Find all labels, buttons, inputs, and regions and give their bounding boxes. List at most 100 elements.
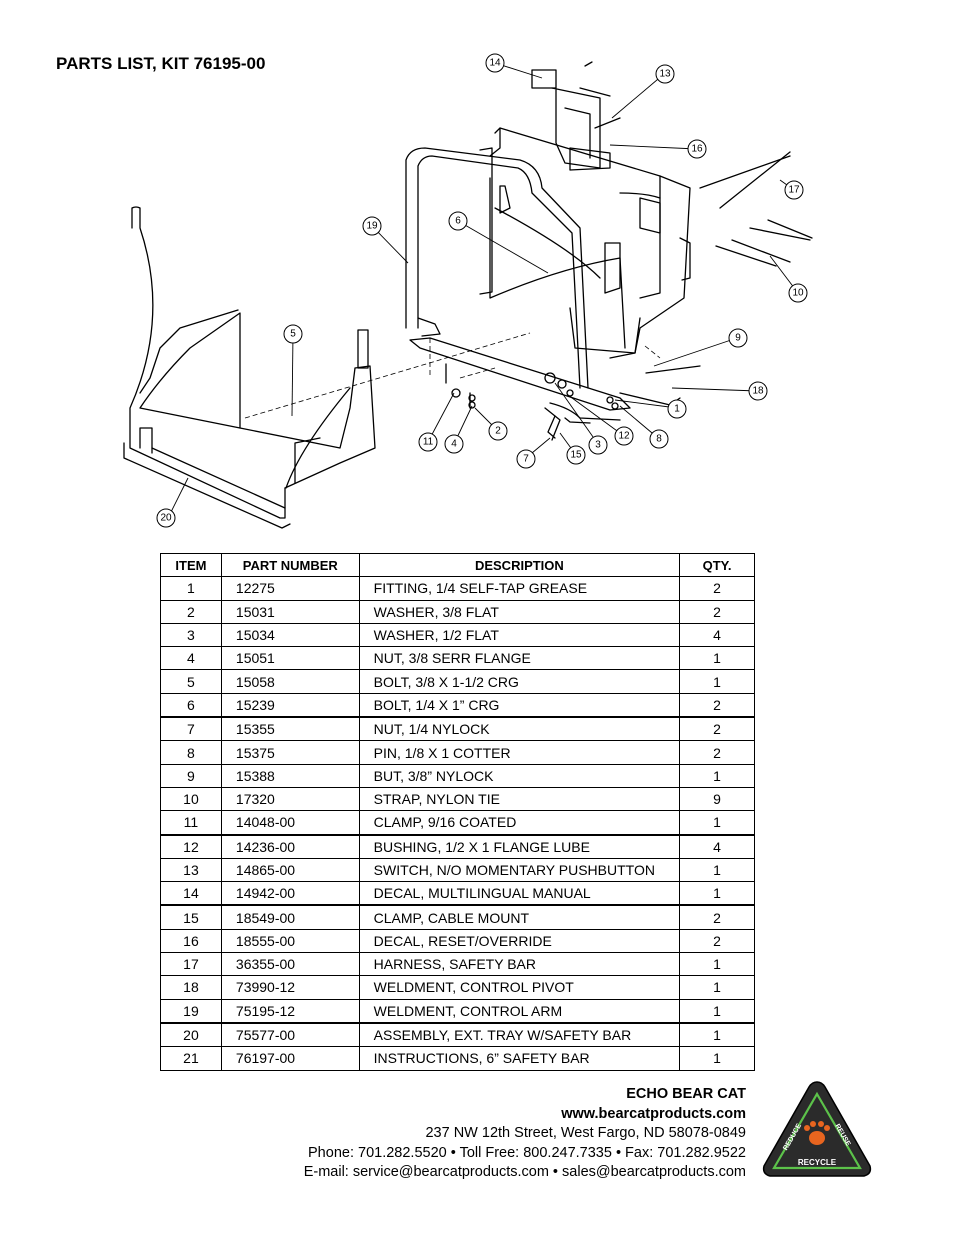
cell-description: PIN, 1/8 X 1 COTTER [358, 740, 681, 765]
cell-part-number: 18549-00 [220, 904, 360, 930]
cell-item: 17 [160, 952, 222, 977]
cell-description: WELDMENT, CONTROL PIVOT [358, 975, 681, 1000]
cell-part-number: 73990-12 [220, 975, 360, 1000]
website-link[interactable]: www.bearcatproducts.com [561, 1105, 746, 1122]
cell-item: 15 [160, 904, 222, 930]
callout: 9 [728, 328, 748, 348]
cell-description: NUT, 3/8 SERR FLANGE [358, 646, 681, 671]
callout-number: 2 [495, 426, 501, 437]
cell-description: HARNESS, SAFETY BAR [358, 952, 681, 977]
callout-number: 13 [659, 69, 671, 80]
cell-item: 16 [160, 928, 222, 954]
callout: 6 [448, 211, 468, 231]
cell-item: 2 [160, 599, 222, 624]
cell-description: NUT, 1/4 NYLOCK [358, 716, 681, 742]
cell-item: 21 [160, 1046, 222, 1071]
callout-number: 15 [570, 450, 582, 461]
cell-qty: 1 [679, 1022, 755, 1048]
cell-item: 1 [160, 576, 222, 601]
cell-description: SWITCH, N/O MOMENTARY PUSHBUTTON [358, 857, 681, 883]
exploded-diagram: 14 13 16 17 19 6 10 5 9 18 1 11 4 2 12 8… [123, 53, 813, 529]
cell-qty: 2 [679, 692, 755, 719]
cell-description: STRAP, NYLON TIE [358, 786, 681, 812]
cell-part-number: 36355-00 [220, 952, 360, 977]
cell-qty: 4 [679, 834, 755, 859]
callout-number: 1 [674, 404, 680, 415]
callout-number: 5 [290, 329, 296, 340]
cell-item: 6 [160, 692, 222, 719]
cell-item: 9 [160, 763, 222, 788]
callout-number: 9 [735, 333, 741, 344]
cell-part-number: 76197-00 [220, 1046, 360, 1071]
cell-item: 8 [160, 740, 222, 765]
cell-qty: 2 [679, 740, 755, 765]
callout-number: 12 [618, 431, 630, 442]
callout: 5 [283, 324, 303, 344]
callout: 18 [748, 381, 768, 401]
callout: 4 [444, 434, 464, 454]
callout: 11 [418, 432, 438, 452]
cell-part-number: 15375 [220, 740, 360, 765]
cell-item: 10 [160, 786, 222, 812]
cell-qty: 1 [679, 857, 755, 883]
callout: 17 [784, 180, 804, 200]
cell-part-number: 17320 [220, 786, 360, 812]
cell-description: BOLT, 3/8 X 1-1/2 CRG [358, 669, 681, 694]
callout: 12 [614, 426, 634, 446]
callout: 7 [516, 449, 536, 469]
cell-part-number: 75195-12 [220, 998, 360, 1024]
cell-part-number: 15034 [220, 622, 360, 648]
cell-part-number: 15031 [220, 599, 360, 624]
callout-number: 20 [160, 513, 172, 524]
callout: 3 [588, 435, 608, 455]
callout-number: 6 [455, 216, 461, 227]
cell-qty: 2 [679, 928, 755, 954]
cell-part-number: 15355 [220, 716, 360, 742]
cell-qty: 4 [679, 622, 755, 648]
cell-part-number: 15388 [220, 763, 360, 788]
cell-qty: 1 [679, 646, 755, 671]
cell-description: FITTING, 1/4 SELF-TAP GREASE [358, 576, 681, 601]
cell-description: DECAL, MULTILINGUAL MANUAL [358, 881, 681, 907]
header-part-number: PART NUMBER [220, 552, 360, 578]
header-item: ITEM [160, 552, 222, 578]
cell-description: CLAMP, 9/16 COATED [358, 810, 681, 836]
logo-arrows [772, 1091, 862, 1170]
callout-number: 16 [691, 144, 703, 155]
callout-number: 18 [752, 386, 764, 397]
cell-qty: 1 [679, 763, 755, 788]
cell-description: WASHER, 1/2 FLAT [358, 622, 681, 648]
header-description: DESCRIPTION [358, 552, 681, 578]
footer-contact: ECHO BEAR CAT www.bearcatproducts.com 23… [304, 1085, 746, 1183]
cell-qty: 1 [679, 1046, 755, 1071]
callout: 2 [488, 421, 508, 441]
cell-qty: 2 [679, 576, 755, 601]
callout-number: 4 [451, 439, 457, 450]
callout: 15 [566, 445, 586, 465]
callout-number: 11 [423, 437, 434, 448]
paw-icon [804, 1121, 830, 1145]
cell-item: 5 [160, 669, 222, 694]
cell-part-number: 15051 [220, 646, 360, 671]
cell-description: CLAMP, CABLE MOUNT [358, 904, 681, 930]
callout: 1 [667, 399, 687, 419]
cell-item: 19 [160, 998, 222, 1024]
cell-qty: 1 [679, 952, 755, 977]
